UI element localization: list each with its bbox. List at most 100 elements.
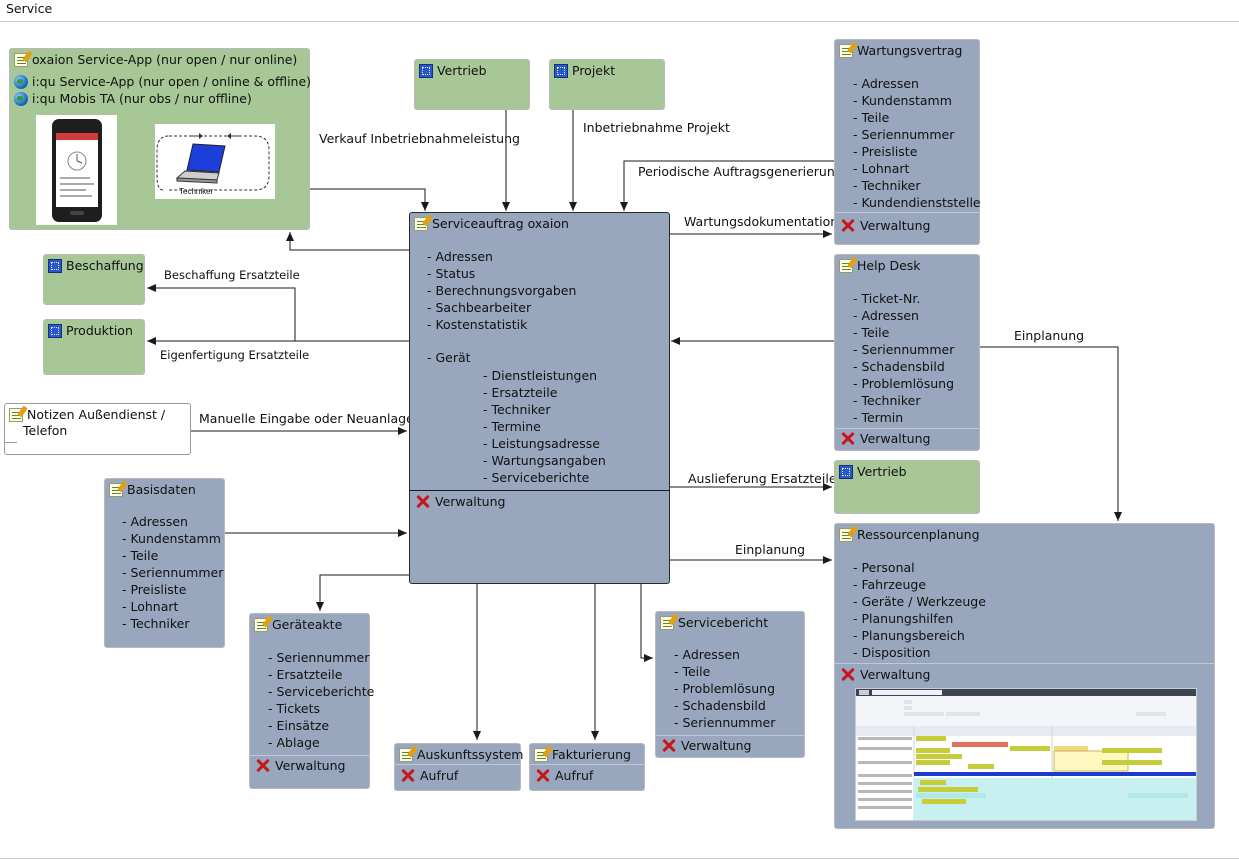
list-item: - Ablage: [268, 735, 320, 750]
list-item: - Adressen: [853, 308, 919, 323]
list-item: - Preisliste: [853, 144, 918, 159]
grid-icon: [48, 258, 62, 273]
projekt-title: Projekt: [572, 63, 616, 78]
produktion-title: Produktion: [66, 323, 133, 338]
note-icon: [839, 43, 853, 58]
fakturierung-footer-label[interactable]: Aufruf: [555, 768, 594, 783]
list-item: - Teile: [122, 548, 159, 563]
geraeteakte-list: - Seriennummer - Ersatzteile - Servicebe…: [268, 649, 374, 751]
app-line-2: i:qu Service-App (nur open / online & of…: [14, 74, 311, 89]
list-item: - Schadensbild: [674, 698, 766, 713]
servicebericht-footer: Verwaltung: [656, 735, 804, 758]
list-item: - Personal: [853, 560, 915, 575]
vertrieb-right-box[interactable]: Vertrieb: [834, 460, 980, 514]
grid-icon: [554, 63, 568, 78]
notizen-box[interactable]: Notizen Außendienst / Telefon: [4, 403, 191, 455]
list-item: - Geräte / Werkzeuge: [853, 594, 986, 609]
auskunft-box[interactable]: Auskunftssystem Aufruf: [394, 743, 523, 791]
note-icon: [254, 617, 268, 632]
list-item: - Lohnart: [853, 161, 910, 176]
notizen-line-1: Notizen Außendienst /: [27, 407, 166, 422]
wartungsvertrag-footer: Verwaltung: [835, 212, 979, 245]
geraeteakte-footer: Verwaltung: [250, 755, 369, 789]
app-line-3-text: i:qu Mobis TA (nur obs / nur offline): [32, 91, 252, 106]
auskunft-footer-label[interactable]: Aufruf: [420, 768, 459, 783]
ressourcen-list: - Personal - Fahrzeuge - Geräte / Werkze…: [853, 559, 986, 661]
grid-icon: [419, 63, 433, 78]
list-item: - Planungshilfen: [853, 611, 954, 626]
phone-image: [36, 115, 117, 225]
vertrieb-right-title: Vertrieb: [857, 464, 907, 479]
list-item: - Dienstleistungen: [483, 368, 598, 383]
notizen-separator: [5, 442, 17, 443]
list-item: - Techniker: [122, 616, 190, 631]
list-item: - Lohnart: [122, 599, 179, 614]
ressourcen-footer: Verwaltung: [835, 663, 1214, 829]
beschaffung-box[interactable]: Beschaffung: [43, 254, 145, 305]
servicebericht-box[interactable]: Servicebericht - Adressen - Teile - Prob…: [655, 611, 805, 758]
tools-icon: [414, 494, 431, 509]
list-item: - Teile: [853, 325, 890, 340]
list-item: - Adressen: [122, 514, 188, 529]
edge-wartung-to-auftrag: [620, 160, 834, 211]
basisdaten-box[interactable]: Basisdaten - Adressen - Kundenstamm - Te…: [104, 478, 225, 648]
fakturierung-box[interactable]: Fakturierung Aufruf: [529, 743, 645, 791]
tools-icon: [660, 738, 677, 753]
serviceauftrag-divider: [410, 490, 669, 491]
note-icon: [839, 258, 853, 273]
list-item: - Techniker: [853, 393, 921, 408]
list-item: - Serviceberichte: [483, 470, 590, 485]
app-line-3: i:qu Mobis TA (nur obs / nur offline): [14, 91, 252, 106]
list-item: - Termin: [853, 410, 904, 425]
projekt-box[interactable]: Projekt: [549, 59, 665, 110]
list-item: - Termine: [483, 419, 541, 434]
list-item: - Preisliste: [122, 582, 187, 597]
edge-auftrag-to-geraeteakte: [316, 574, 409, 611]
edge-label-wartungsdoku: Wartungsdokumentation: [684, 214, 839, 229]
helpdesk-box[interactable]: Help Desk - Ticket-Nr. - Adressen - Teil…: [834, 254, 980, 451]
serviceauftrag-box[interactable]: Serviceauftrag oxaion - Adressen - Statu…: [409, 212, 670, 584]
list-item: - Ersatzteile: [268, 667, 343, 682]
list-item: - Fahrzeuge: [853, 577, 927, 592]
list-item: - Adressen: [427, 249, 493, 264]
globe-icon: [14, 91, 28, 106]
note-icon: [660, 615, 674, 630]
tools-icon: [839, 218, 856, 233]
list-item: - Seriennummer: [268, 650, 370, 665]
auskunft-footer: Aufruf: [395, 764, 520, 791]
serviceauftrag-footer: Verwaltung: [414, 494, 505, 509]
list-item: - Berechnungsvorgaben: [427, 283, 577, 298]
globe-icon: [14, 74, 28, 89]
gantt-image: [855, 688, 1197, 821]
ressourcen-title: Ressourcenplanung: [857, 527, 980, 542]
tools-icon: [534, 768, 551, 783]
ressourcen-box[interactable]: Ressourcenplanung - Personal - Fahrzeuge…: [834, 523, 1215, 829]
list-item: - Techniker: [483, 402, 551, 417]
edge-auftrag-to-app: [286, 232, 409, 251]
basisdaten-title: Basisdaten: [127, 482, 196, 497]
wartungsvertrag-title: Wartungsvertrag: [857, 43, 963, 58]
app-line-1-text: oxaion Service-App (nur open / nur onlin…: [32, 52, 298, 67]
note-icon: [14, 52, 28, 67]
list-item: - Planungsbereich: [853, 628, 965, 643]
ressourcen-footer-label: Verwaltung: [860, 667, 931, 682]
geraeteakte-footer-label: Verwaltung: [275, 758, 346, 773]
geraeteakte-box[interactable]: Geräteakte - Seriennummer - Ersatzteile …: [249, 613, 374, 789]
produktion-box[interactable]: Produktion: [43, 319, 145, 375]
helpdesk-list: - Ticket-Nr. - Adressen - Teile - Serien…: [853, 290, 954, 426]
list-item: - Tickets: [268, 701, 320, 716]
list-item: - Status: [427, 266, 476, 281]
list-item: - Seriennummer: [853, 342, 955, 357]
list-item: - Seriennummer: [853, 127, 955, 142]
wartungsvertrag-list: - Adressen - Kundenstamm - Teile - Serie…: [853, 75, 981, 211]
list-item: - Ticket-Nr.: [853, 291, 921, 306]
app-line-1: oxaion Service-App (nur open / nur onlin…: [14, 52, 297, 67]
app-box[interactable]: oxaion Service-App (nur open / nur onlin…: [9, 48, 311, 230]
fakturierung-title: Fakturierung: [552, 747, 631, 762]
list-item: - Seriennummer: [674, 715, 776, 730]
wartungsvertrag-box[interactable]: Wartungsvertrag - Adressen - Kundenstamm…: [834, 39, 981, 245]
serviceauftrag-title: Serviceauftrag oxaion: [432, 216, 569, 231]
list-item: - Einsätze: [268, 718, 330, 733]
vertrieb-top-box[interactable]: Vertrieb: [414, 59, 530, 110]
grid-icon: [48, 323, 62, 338]
